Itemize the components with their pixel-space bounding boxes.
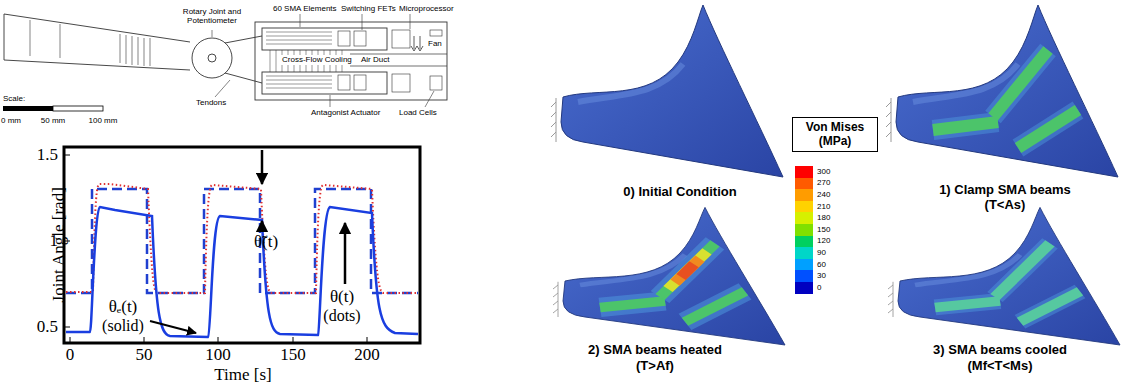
part-label: Load Cells bbox=[398, 108, 438, 117]
part-label: 60 SMA Elements bbox=[272, 4, 338, 13]
wing-cooled bbox=[888, 207, 1120, 345]
colorbar-tick: 210 bbox=[817, 203, 830, 211]
axis-tick: 150 bbox=[280, 345, 306, 365]
curve-label: θ(t) bbox=[330, 287, 354, 307]
part-label: Air Duct bbox=[360, 55, 390, 64]
colorbar-swatch bbox=[795, 224, 813, 236]
wing-clamped bbox=[886, 5, 1118, 177]
colorbar-swatch bbox=[795, 236, 813, 248]
colorbar-swatch bbox=[795, 212, 813, 224]
curve-label: θ̃(t) bbox=[254, 232, 278, 252]
colorbar-tick: 120 bbox=[817, 237, 830, 245]
colorbar-swatch bbox=[795, 189, 813, 201]
legend-title-box: Von Mises (MPa) bbox=[792, 117, 878, 152]
part-label: Antagonist Actuator bbox=[310, 108, 381, 117]
axis-tick: 0.5 bbox=[37, 317, 58, 337]
dimension: 100 mm bbox=[89, 116, 118, 125]
scale-label: Scale: bbox=[3, 94, 25, 103]
axis-tick: 200 bbox=[354, 345, 380, 365]
curve-label: (dots) bbox=[323, 307, 360, 325]
colorbar-swatch bbox=[795, 282, 813, 294]
part-label: Fan bbox=[427, 39, 443, 48]
colorbar-tick: 150 bbox=[817, 226, 830, 234]
panel-caption: 3) SMA beams cooled bbox=[933, 343, 1067, 358]
colorbar-tick: 300 bbox=[817, 168, 830, 176]
panel-caption: 2) SMA beams heated bbox=[588, 343, 722, 358]
colorbar-tick: 30 bbox=[817, 272, 826, 280]
axis-title: Time [s] bbox=[214, 365, 271, 385]
wing-initial bbox=[551, 5, 783, 177]
curve-label: θₑ(t) bbox=[109, 297, 138, 317]
part-label: Microprocessor bbox=[398, 4, 455, 13]
axis-tick: 100 bbox=[205, 345, 231, 365]
part-label: Tendons bbox=[195, 98, 227, 107]
colorbar-tick: 180 bbox=[817, 214, 830, 222]
colorbar-tick: 60 bbox=[817, 261, 826, 269]
panel-caption: (T>Af) bbox=[636, 359, 674, 374]
scale-bar bbox=[3, 106, 103, 111]
axis-tick: 50 bbox=[136, 345, 153, 365]
colorbar-tick: 0 bbox=[817, 284, 821, 292]
panel-caption: 1) Clamp SMA beams bbox=[939, 183, 1071, 198]
part-label: Rotary Joint and Potentiometer bbox=[175, 7, 249, 25]
panel-caption: (T<As) bbox=[985, 198, 1026, 213]
curve-label: (solid) bbox=[102, 317, 144, 335]
colorbar-swatch bbox=[795, 247, 813, 259]
dimension: 0 mm bbox=[1, 116, 21, 125]
colorbar-swatch bbox=[795, 201, 813, 213]
axis-tick: 0 bbox=[66, 345, 75, 365]
colorbar-tick: 90 bbox=[817, 249, 826, 257]
colorbar-swatch bbox=[795, 178, 813, 190]
colorbar-tick: 240 bbox=[817, 191, 830, 199]
colorbar-tick: 270 bbox=[817, 179, 830, 187]
part-label: Cross-Flow Cooling bbox=[281, 55, 353, 64]
panel-caption: (Mf<T<Ms) bbox=[968, 359, 1033, 374]
colorbar-swatch bbox=[795, 166, 813, 178]
dimension: 50 mm bbox=[41, 116, 65, 125]
actuator-schematic bbox=[4, 14, 447, 107]
colorbar-swatch bbox=[795, 270, 813, 282]
colorbar-swatch bbox=[795, 259, 813, 271]
wing-heated bbox=[553, 207, 785, 345]
panel-caption: 0) Initial Condition bbox=[623, 185, 736, 200]
axis-tick: 1.5 bbox=[37, 145, 58, 165]
axis-title: Joint Angle [rad] bbox=[49, 187, 69, 302]
legend-title: Von Mises (MPa) bbox=[799, 120, 871, 149]
part-label: Switching FETs bbox=[340, 4, 397, 13]
joint-angle-plot bbox=[64, 147, 420, 343]
